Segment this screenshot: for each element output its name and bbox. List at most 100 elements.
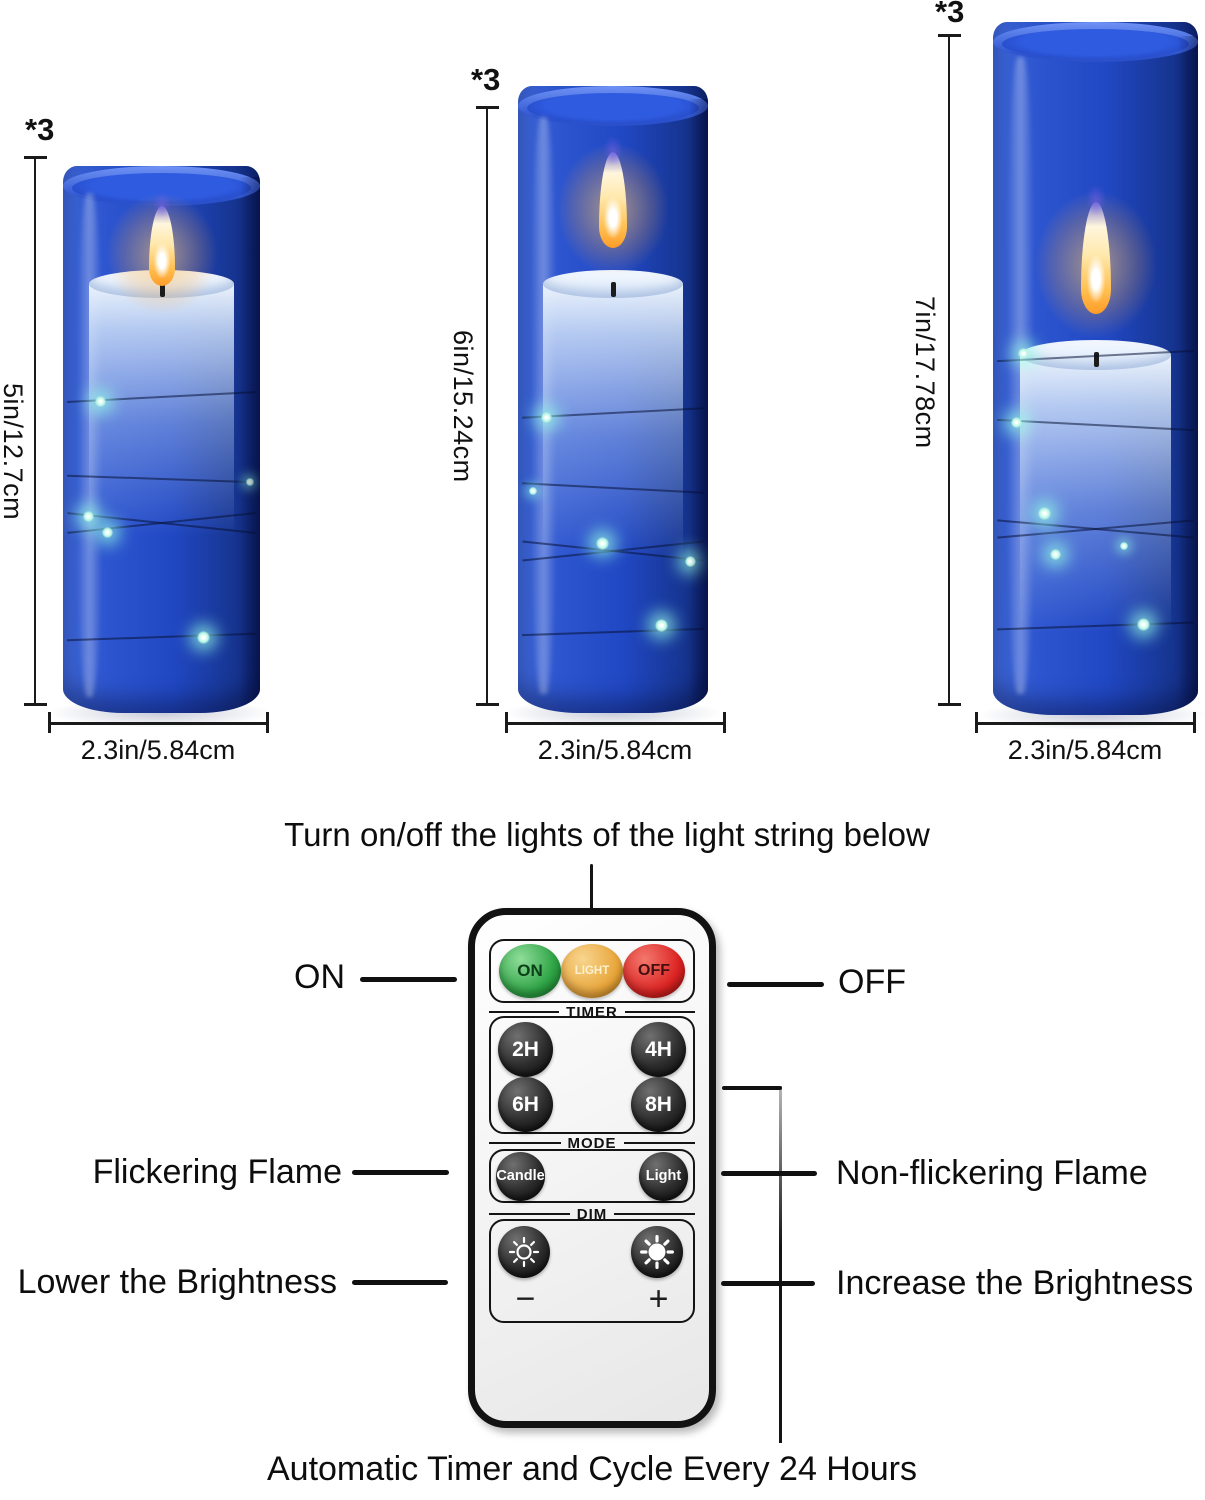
candle3-quantity-label: *3 xyxy=(935,0,965,29)
candle3-wick xyxy=(1093,352,1099,367)
remote-on-button: ON xyxy=(499,944,561,998)
candle1-glass-shade xyxy=(240,176,260,713)
candle2-string-light xyxy=(595,537,609,551)
timer-2h-button: 2H xyxy=(498,1022,553,1077)
callout-lower-label: Lower the Brightness xyxy=(17,1263,337,1301)
mode-title: MODE xyxy=(567,1134,617,1152)
candle2-height-line xyxy=(486,107,489,705)
candle3-height-line xyxy=(948,35,951,705)
dim-minus-label: − xyxy=(515,1280,536,1318)
candle3-string-light xyxy=(1136,617,1150,631)
remote-mode-panel: Candle Light xyxy=(489,1149,695,1203)
callout-on-label: ON xyxy=(294,958,345,996)
remote-power-panel: ON LIGHT OFF xyxy=(489,939,695,1003)
candle2-quantity-label: *3 xyxy=(471,62,501,97)
bracket-vertical-line xyxy=(779,1086,782,1443)
candle1-width-line xyxy=(48,722,268,725)
candle2-width-line xyxy=(505,722,725,725)
candle3-wax xyxy=(1019,356,1172,634)
candle3-flame-tip xyxy=(1085,184,1106,216)
remote-light-button: LIGHT xyxy=(561,944,623,998)
candle3-flame-core xyxy=(1086,256,1105,302)
remote-top-caption: Turn on/off the lights of the light stri… xyxy=(284,816,930,853)
candle2-string-light xyxy=(529,487,538,496)
candle2-string-light xyxy=(540,412,552,424)
candle3-string-light xyxy=(1120,541,1129,550)
candle2-glass-shade xyxy=(689,98,708,713)
divider-line xyxy=(614,1212,695,1216)
timer-8h-button: 8H xyxy=(631,1077,686,1132)
candle2-string-light xyxy=(685,556,697,568)
remote-bottom-caption: Automatic Timer and Cycle Every 24 Hours xyxy=(266,1450,918,1488)
candle1-wick xyxy=(159,282,165,297)
candle1-wax xyxy=(88,284,235,536)
divider-line xyxy=(623,1141,695,1145)
bracket-connector-line xyxy=(722,1086,782,1090)
callout-off-line xyxy=(727,982,824,987)
remote-mode-divider: MODE xyxy=(489,1134,695,1152)
candle3-width-line xyxy=(975,722,1195,725)
divider-line xyxy=(489,1212,570,1216)
candle3-string-light xyxy=(1011,417,1023,428)
candle3-image xyxy=(993,22,1198,715)
candle1-height-label: 5in/12.7cm xyxy=(0,383,28,521)
candle3-width-tick-right xyxy=(1193,712,1196,733)
divider-line xyxy=(624,1010,696,1014)
candle1-string-light xyxy=(196,630,210,644)
timer-4h-button: 4H xyxy=(631,1022,686,1077)
remote-dim-panel: − + xyxy=(489,1219,695,1323)
callout-flickering-line xyxy=(352,1170,449,1175)
callout-nonflickering-line xyxy=(721,1171,817,1176)
candle3-height-cap-bottom xyxy=(938,703,961,706)
dim-title: DIM xyxy=(576,1205,608,1223)
mode-light-button: Light xyxy=(639,1151,688,1201)
candle2-flame-tip xyxy=(603,136,623,166)
candle1-height-line xyxy=(34,157,37,705)
mode-candle-button: Candle xyxy=(496,1151,545,1201)
remote-timer-panel: 2H 4H 6H 8H xyxy=(489,1016,695,1134)
divider-line xyxy=(489,1141,561,1145)
remote-cord xyxy=(590,864,594,912)
candle2-width-label: 2.3in/5.84cm xyxy=(537,735,693,765)
candle2-height-cap-bottom xyxy=(476,703,499,706)
candle3-string-light xyxy=(1017,347,1029,359)
candle1-flame-core xyxy=(153,244,170,278)
remote-control: ON LIGHT OFF TIMER 2H 4H 6H 8H MODE Cand… xyxy=(468,908,716,1428)
candle2-image xyxy=(518,86,708,713)
candle1-string-light xyxy=(82,510,94,522)
candle3-height-label: 7in/17.78cm xyxy=(910,296,940,449)
candle2-wax xyxy=(542,284,684,560)
candle2-rim-inner xyxy=(527,93,699,123)
candle2-height-label: 6in/15.24cm xyxy=(448,330,478,483)
candle2-string-light xyxy=(654,618,668,632)
dim-up-sun-icon xyxy=(631,1226,683,1278)
candle3-rim-inner xyxy=(1002,29,1189,59)
callout-increase-label: Increase the Brightness xyxy=(836,1264,1194,1302)
candle1-string-light xyxy=(102,527,114,539)
callout-on-line xyxy=(360,977,457,982)
dim-plus-label: + xyxy=(648,1280,669,1318)
candle1-width-label: 2.3in/5.84cm xyxy=(80,735,236,765)
dim-down-sun-icon xyxy=(498,1226,550,1278)
remote-off-button: OFF xyxy=(623,944,685,998)
callout-increase-line xyxy=(721,1281,815,1286)
candle3-string-light xyxy=(1050,548,1062,560)
candle1-height-cap-bottom xyxy=(24,703,47,706)
candle1-flame-tip xyxy=(152,192,171,218)
candle1-string-light xyxy=(246,477,255,486)
divider-line xyxy=(489,1010,560,1014)
candle3-width-label: 2.3in/5.84cm xyxy=(1007,735,1163,765)
candle3-string-light xyxy=(1038,507,1052,521)
candle1-quantity-label: *3 xyxy=(25,112,55,147)
candle2-flame-core xyxy=(604,198,622,238)
candle2-width-tick-right xyxy=(723,712,726,733)
candle1-string-light xyxy=(94,395,106,407)
candle2-wick xyxy=(611,282,616,297)
candle3-glass-shade xyxy=(1177,35,1198,715)
callout-nonflickering-label: Non-flickering Flame xyxy=(836,1154,1148,1192)
timer-6h-button: 6H xyxy=(498,1077,553,1132)
remote-dim-divider: DIM xyxy=(489,1205,695,1223)
candle1-width-tick-right xyxy=(266,712,269,733)
callout-off-label: OFF xyxy=(838,963,906,1001)
